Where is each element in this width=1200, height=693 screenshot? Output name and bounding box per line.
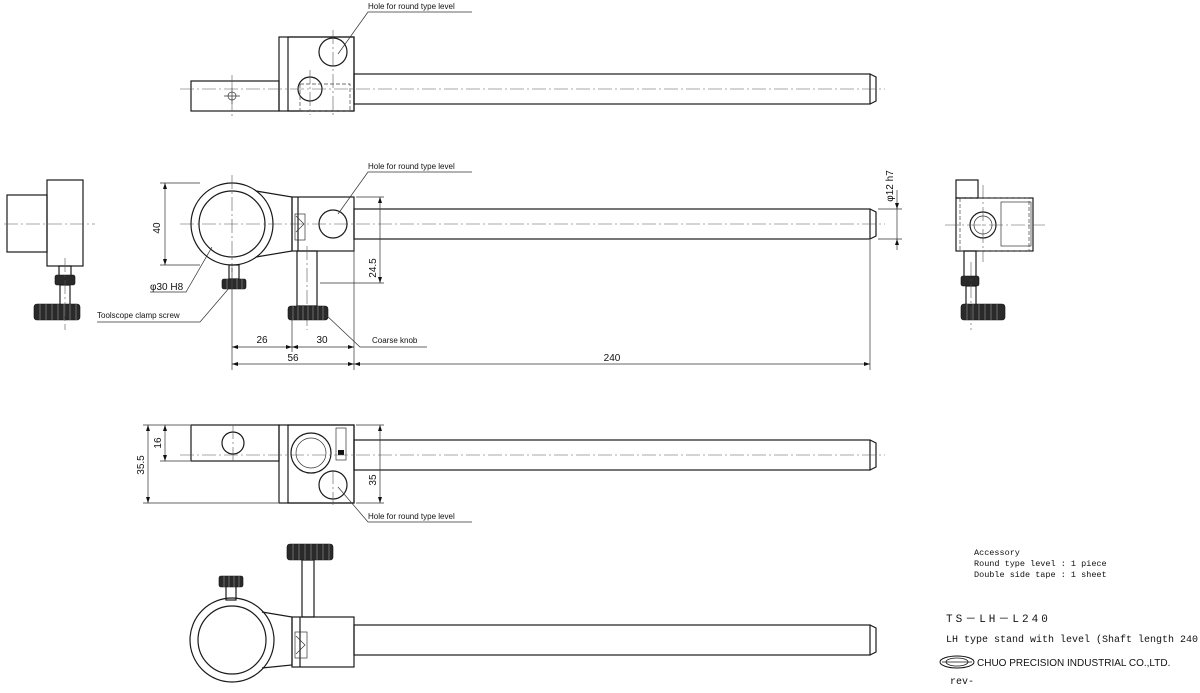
bottom-dimensions: 16 35.5 35 <box>136 424 384 504</box>
bore-label: φ30 H8 <box>150 282 184 293</box>
front-view <box>180 175 885 330</box>
dim-shaft-dia: φ12 h7 <box>885 170 896 202</box>
dim-240: 240 <box>604 353 621 364</box>
bottom-hole-label: Hole for round type level <box>368 512 455 521</box>
dim-26: 26 <box>256 335 268 346</box>
front-callouts: Hole for round type level φ30 H8 Toolsco… <box>97 162 472 348</box>
clamp-screw-label: Toolscope clamp screw <box>97 311 180 320</box>
accessory-heading: Accessory <box>974 548 1020 558</box>
revision: rev- <box>950 677 974 688</box>
coarse-knob-label: Coarse knob <box>372 336 418 345</box>
top-view <box>180 30 885 118</box>
dim-30: 30 <box>316 335 328 346</box>
front-hole-label: Hole for round type level <box>368 162 455 171</box>
accessory-notes: Accessory Round type level : 1 piece Dou… <box>974 548 1107 580</box>
accessory-line-2: Double side tape : 1 sheet <box>974 570 1107 580</box>
part-number: TS－LH－L240 <box>946 614 1051 626</box>
title-block: TS－LH－L240 LH type stand with level (Sha… <box>939 614 1200 688</box>
dim-24-5: 24.5 <box>368 258 379 278</box>
dim-35: 35 <box>368 474 379 486</box>
dim-56: 56 <box>287 353 299 364</box>
left-side-view <box>4 179 95 330</box>
bottom-view <box>180 424 885 505</box>
top-hole-label: Hole for round type level <box>368 2 455 11</box>
bottom-hole-callout: Hole for round type level <box>337 486 472 523</box>
front-dimensions: 40 24.5 φ12 h7 26 30 56 240 <box>152 170 902 370</box>
perspective-view <box>189 543 877 683</box>
dim-16: 16 <box>153 437 164 449</box>
right-side-view <box>945 179 1045 330</box>
accessory-line-1: Round type level : 1 piece <box>974 559 1107 569</box>
company-name: CHUO PRECISION INDUSTRIAL CO.,LTD. <box>977 658 1170 669</box>
top-hole-callout: Hole for round type level <box>337 2 472 55</box>
part-description: LH type stand with level (Shaft length 2… <box>946 634 1200 646</box>
dim-40: 40 <box>152 222 163 234</box>
dim-35-5: 35.5 <box>136 455 147 475</box>
company-logo <box>939 655 975 669</box>
